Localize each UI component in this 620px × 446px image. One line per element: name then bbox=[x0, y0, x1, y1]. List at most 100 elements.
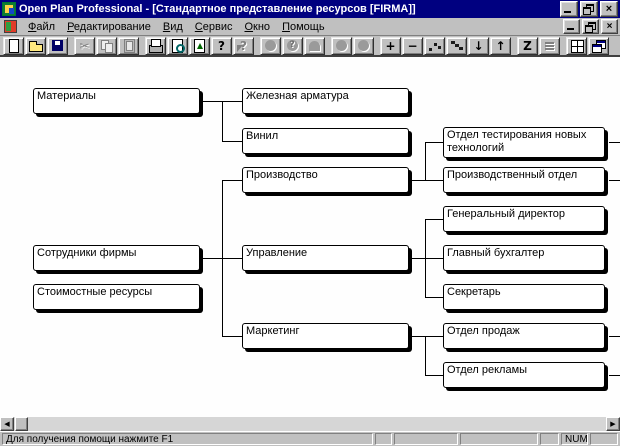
restore-icon[interactable] bbox=[580, 1, 598, 17]
panel-2 bbox=[394, 433, 458, 445]
menu-file[interactable]: Файл bbox=[28, 20, 56, 33]
menu-bar: Файл Редактирование Вид Сервис Окно Помощь × bbox=[0, 18, 620, 36]
scroll-right-icon[interactable]: ▶ bbox=[606, 417, 620, 431]
paste-button bbox=[118, 37, 139, 55]
connector-line bbox=[425, 219, 426, 297]
connector-line bbox=[425, 336, 426, 375]
app-icon[interactable] bbox=[2, 2, 16, 16]
mdi-restore-icon[interactable] bbox=[582, 19, 599, 34]
mdi-close-icon[interactable]: × bbox=[601, 19, 618, 34]
org-node-materials[interactable]: Материалы bbox=[33, 88, 200, 114]
arch-icon bbox=[307, 38, 323, 54]
org-node-ceo[interactable]: Генеральный директор bbox=[443, 206, 605, 232]
org-node-accountant[interactable]: Главный бухгалтер bbox=[443, 245, 605, 271]
org-node-management[interactable]: Управление bbox=[242, 245, 409, 271]
circle2-icon bbox=[285, 38, 301, 54]
org-node-test-dept[interactable]: Отдел тестирования новых технологий bbox=[443, 127, 605, 158]
move-down-button[interactable]: ↓ bbox=[468, 37, 489, 55]
connector-line bbox=[222, 180, 223, 336]
paste-icon bbox=[121, 38, 137, 54]
connector-line bbox=[409, 180, 443, 181]
hierarchy-steps-button[interactable] bbox=[446, 37, 467, 55]
minimize-icon[interactable] bbox=[560, 1, 578, 17]
move-up-button[interactable]: ↑ bbox=[490, 37, 511, 55]
panel-3 bbox=[460, 433, 538, 445]
org-node-vinyl[interactable]: Винил bbox=[242, 128, 409, 154]
link-resources-button[interactable] bbox=[424, 37, 445, 55]
new-icon bbox=[6, 38, 22, 54]
connector-line bbox=[222, 180, 242, 181]
connector-line bbox=[425, 142, 426, 180]
mdi-minimize-icon[interactable] bbox=[563, 19, 580, 34]
copy-button bbox=[96, 37, 117, 55]
wincascade-icon bbox=[591, 38, 607, 54]
dots-icon bbox=[427, 38, 443, 54]
print-preview-button[interactable] bbox=[167, 37, 188, 55]
mdi-window-controls: × bbox=[563, 19, 618, 34]
print-button[interactable] bbox=[145, 37, 166, 55]
org-node-production[interactable]: Производство bbox=[242, 167, 409, 193]
org-node-marketing[interactable]: Маркетинг bbox=[242, 323, 409, 349]
resource-view-3-button bbox=[304, 37, 325, 55]
open-button[interactable] bbox=[25, 37, 46, 55]
connector-line bbox=[609, 180, 620, 181]
resource-view-4-button bbox=[331, 37, 352, 55]
sort-z-button[interactable]: Z bbox=[517, 37, 538, 55]
menu-edit[interactable]: Редактирование bbox=[67, 20, 151, 33]
org-node-iron[interactable]: Железная арматура bbox=[242, 88, 409, 114]
preview-icon bbox=[170, 38, 186, 54]
menu-service[interactable]: Сервис bbox=[194, 20, 233, 33]
save-icon bbox=[50, 38, 66, 54]
z-icon: Z bbox=[523, 39, 532, 53]
org-node-staff[interactable]: Сотрудники фирмы bbox=[33, 245, 200, 271]
connector-line bbox=[222, 336, 242, 337]
org-node-ads-dept[interactable]: Отдел рекламы bbox=[443, 362, 605, 388]
scroll-left-icon[interactable]: ◀ bbox=[0, 417, 14, 431]
toolbar: ✂?? +− ↓ ↑ Z bbox=[0, 37, 620, 57]
open-icon bbox=[28, 38, 44, 54]
horizontal-scrollbar[interactable]: ◀ ▶ bbox=[0, 417, 620, 431]
add-resource-button[interactable]: + bbox=[380, 37, 401, 55]
connector-line bbox=[200, 101, 242, 102]
help-button[interactable]: ? bbox=[211, 37, 232, 55]
org-node-prod-dept[interactable]: Производственный отдел bbox=[443, 167, 605, 193]
page-setup-button[interactable] bbox=[189, 37, 210, 55]
menu-bar-items: Файл Редактирование Вид Сервис Окно Помощь bbox=[22, 19, 563, 35]
scrollbar-thumb[interactable] bbox=[15, 417, 28, 431]
minus-icon: − bbox=[407, 39, 418, 53]
cut-icon: ✂ bbox=[79, 39, 90, 53]
new-button[interactable] bbox=[3, 37, 24, 55]
connector-line bbox=[425, 375, 443, 376]
connector-line bbox=[425, 142, 443, 143]
steps-icon bbox=[449, 38, 465, 54]
plus-icon: + bbox=[385, 39, 396, 53]
window-cascade-button[interactable] bbox=[588, 37, 609, 55]
circle-icon bbox=[334, 38, 350, 54]
menu-window[interactable]: Окно bbox=[244, 20, 271, 33]
menu-help[interactable]: Помощь bbox=[282, 20, 325, 33]
sort-alt-button bbox=[539, 37, 560, 55]
connector-line bbox=[609, 375, 620, 376]
save-button[interactable] bbox=[47, 37, 68, 55]
connector-line bbox=[222, 141, 242, 142]
window-title: Open Plan Professional - [Стандартное пр… bbox=[19, 3, 416, 15]
document-icon[interactable] bbox=[4, 20, 17, 33]
connector-line bbox=[609, 336, 620, 337]
close-icon[interactable]: × bbox=[600, 1, 618, 17]
org-node-cost[interactable]: Стоимостные ресурсы bbox=[33, 284, 200, 310]
cut-button: ✂ bbox=[74, 37, 95, 55]
remove-resource-button[interactable]: − bbox=[402, 37, 423, 55]
org-node-secretary[interactable]: Секретарь bbox=[443, 284, 605, 310]
panel-4 bbox=[540, 433, 559, 445]
connector-line bbox=[200, 258, 242, 259]
up-icon: ↑ bbox=[495, 39, 506, 53]
print-icon bbox=[148, 38, 164, 54]
context-help-button: ? bbox=[233, 37, 254, 55]
connector-line bbox=[425, 219, 443, 220]
window-tile-button[interactable] bbox=[566, 37, 587, 55]
org-node-sales-dept[interactable]: Отдел продаж bbox=[443, 323, 605, 349]
menu-view[interactable]: Вид bbox=[162, 20, 183, 33]
help-message: Для получения помощи нажмите F1 bbox=[2, 433, 373, 445]
ctxhelp-icon: ? bbox=[236, 38, 252, 54]
